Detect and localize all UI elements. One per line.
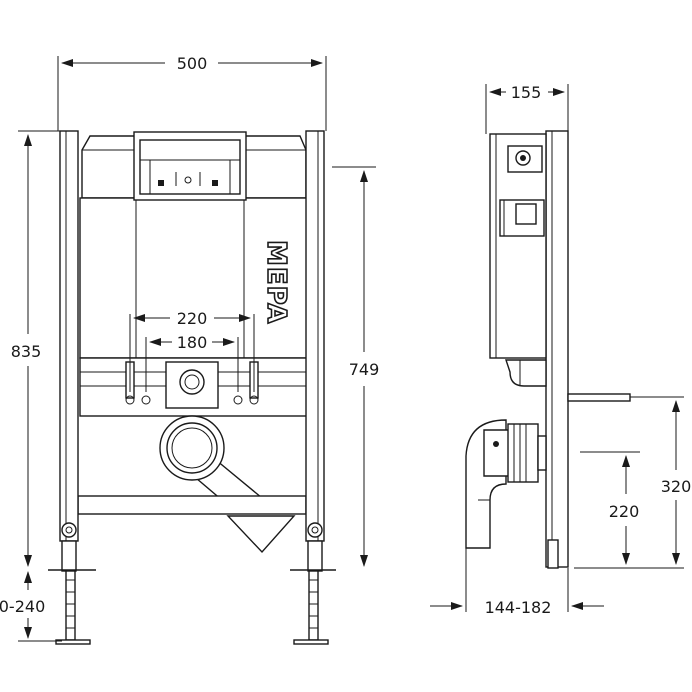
dimension-width-label: 500 bbox=[177, 54, 208, 73]
drain-connection bbox=[159, 415, 296, 554]
dimension-width: 500 bbox=[57, 54, 327, 131]
dimension-spacing-outer-label: 220 bbox=[177, 309, 208, 328]
frame-upright-left bbox=[59, 130, 79, 542]
dimension-drain-height: 220 bbox=[580, 451, 640, 565]
dimension-spacing-inner-label: 180 bbox=[177, 333, 208, 352]
mounting-bracket bbox=[79, 357, 309, 417]
dimension-drain-offset: 144-182 bbox=[430, 548, 604, 617]
dimension-foot-adjust-label: 0-240 bbox=[0, 597, 45, 616]
side-drain-elbow bbox=[465, 419, 547, 549]
dimension-depth-label: 155 bbox=[511, 83, 542, 102]
brand-logo: MEPA bbox=[261, 240, 291, 324]
dimension-spacing-outer: 220 bbox=[129, 309, 255, 392]
bottom-crossbar bbox=[77, 495, 307, 515]
side-flush-elbow bbox=[505, 359, 547, 387]
dimension-foot-adjust: 0-240 bbox=[0, 571, 62, 642]
dimension-height-frame: 749 bbox=[332, 166, 380, 567]
actuator-opening bbox=[133, 131, 247, 201]
dimension-height-frame-label: 749 bbox=[349, 360, 380, 379]
side-view: 155 320 220 144-182 bbox=[430, 83, 691, 617]
side-frame-plate bbox=[545, 130, 569, 569]
dimension-flush-height: 320 bbox=[634, 396, 692, 565]
side-flush-rod bbox=[567, 393, 640, 402]
dimension-flush-height-label: 320 bbox=[661, 477, 692, 496]
dimension-height-total: 835 bbox=[11, 130, 60, 567]
adjustable-foot-right bbox=[290, 540, 336, 645]
frame-upright-right bbox=[305, 130, 325, 542]
dimension-height-total-label: 835 bbox=[11, 342, 42, 361]
dimension-depth: 155 bbox=[485, 83, 569, 134]
dimension-drain-offset-label: 144-182 bbox=[485, 598, 552, 617]
side-cistern bbox=[489, 133, 547, 359]
dimension-spacing-inner: 180 bbox=[145, 333, 239, 392]
dimension-drain-height-label: 220 bbox=[609, 502, 640, 521]
adjustable-foot-left bbox=[48, 540, 96, 645]
front-view: MEPA bbox=[0, 54, 380, 645]
